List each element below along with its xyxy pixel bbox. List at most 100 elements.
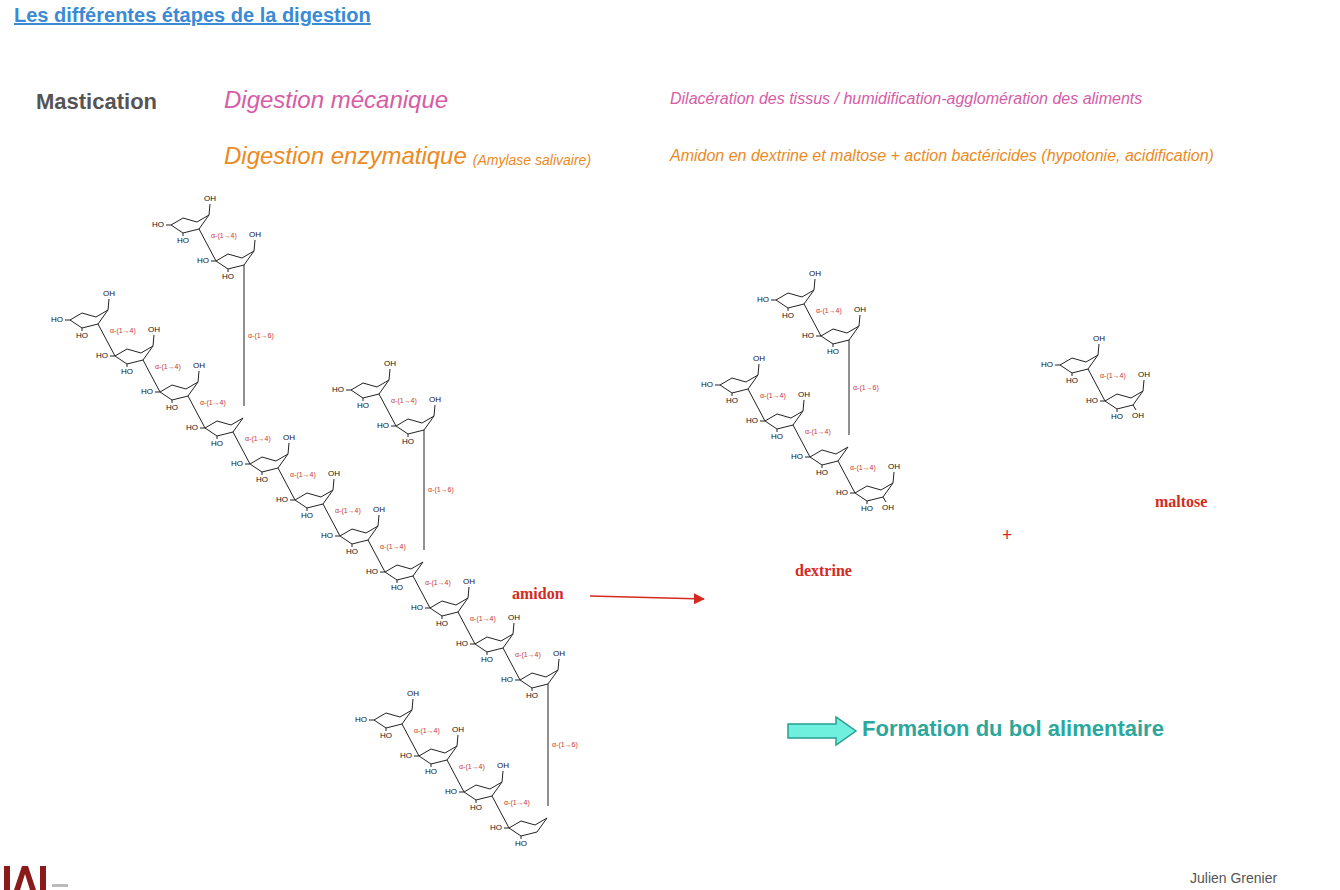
glycosidic-bond	[244, 265, 245, 406]
hydroxyl-label: HO	[402, 437, 414, 446]
hydroxyl-label: OH	[553, 649, 565, 658]
hydroxyl-bond	[1117, 409, 1118, 412]
hydroxyl-label: HO	[501, 675, 513, 684]
digestion-type: Digestion enzymatique	[224, 142, 467, 170]
linkage-label: α-(1→4)	[816, 307, 842, 315]
logo-bar	[40, 866, 46, 890]
hydroxyl-label: HO	[490, 823, 502, 832]
hydroxyl-label: HO	[515, 839, 527, 848]
hydroxyl-bond	[127, 364, 128, 367]
hydroxyl-bond	[867, 501, 868, 504]
enzyme-name: (Amylase salivaire)	[473, 152, 591, 168]
hydroxyl-label: HO	[1066, 376, 1078, 385]
logo-line	[52, 884, 68, 887]
ch2oh-bond	[254, 240, 255, 251]
hydroxyl-label: OH	[753, 354, 765, 363]
hydroxyl-label: HO	[827, 347, 839, 356]
hydroxyl-label: HO	[76, 331, 88, 340]
hydroxyl-label: HO	[121, 367, 133, 376]
ch2oh-bond	[893, 472, 894, 483]
hydroxyl-label: OH	[373, 505, 385, 514]
hydroxyl-bond	[442, 616, 443, 619]
hydroxyl-label: HO	[301, 511, 313, 520]
linkage-label: α-(1→4)	[335, 507, 361, 515]
glucose-ring	[419, 746, 457, 764]
ch2oh-bond	[378, 515, 379, 526]
ch2oh-bond	[558, 659, 559, 670]
hydroxyl-bond	[352, 544, 353, 547]
hydroxyl-label: OH	[854, 305, 866, 314]
glycosidic-bond	[849, 340, 850, 435]
hydroxyl-bond	[788, 308, 789, 311]
logo-letter	[14, 866, 36, 890]
linkage-label: α-(1→4)	[850, 464, 876, 472]
hydroxyl-label: HO	[802, 331, 814, 340]
hydroxyl-bond	[715, 385, 720, 386]
ch2oh-bond	[457, 735, 458, 746]
hydroxyl-bond	[532, 688, 533, 691]
hydroxyl-label: HO	[701, 380, 713, 389]
hydroxyl-label: HO	[791, 452, 803, 461]
linkage-label: α-(1→6)	[428, 486, 454, 494]
logo-bar	[4, 866, 10, 890]
hydroxyl-label: HO	[861, 504, 873, 513]
hydroxyl-label: OH	[798, 390, 810, 399]
glycosidic-bond	[548, 684, 549, 806]
hydroxyl-bond	[65, 320, 70, 321]
hydroxyl-label: HO	[470, 803, 482, 812]
hydroxyl-label: OH	[429, 395, 441, 404]
linkage-label: α-(1→4)	[290, 471, 316, 479]
hydroxyl-label: OH	[508, 613, 520, 622]
hydroxyl-label: OH	[1132, 411, 1144, 420]
glucose-ring	[776, 290, 814, 308]
linkage-label: α-(1→4)	[200, 399, 226, 407]
hydroxyl-label: HO	[1111, 412, 1123, 421]
linkage-label: α-(1→4)	[760, 392, 786, 400]
result-text: Formation du bol alimentaire	[862, 716, 1164, 741]
linkage-label: α-(1→4)	[470, 615, 496, 623]
hydroxyl-label: HO	[445, 787, 457, 796]
hydroxyl-bond	[228, 269, 229, 272]
hydroxyl-label: HO	[757, 295, 769, 304]
hydroxyl-bond	[386, 728, 387, 731]
linkage-label: α-(1→4)	[425, 579, 451, 587]
ch2oh-bond	[434, 405, 435, 416]
hydroxyl-bond	[262, 472, 263, 475]
hydroxyl-label: OH	[452, 725, 464, 734]
linkage-label: α-(1→4)	[1100, 372, 1126, 380]
molecule-name: amidon	[512, 585, 564, 603]
glucose-ring	[351, 380, 389, 398]
ch2oh-bond	[153, 335, 154, 346]
linkage-label: α-(1→6)	[853, 384, 879, 392]
hydroxyl-label: OH	[283, 433, 295, 442]
hydroxyl-label: HO	[481, 655, 493, 664]
hydroxyl-label: HO	[357, 401, 369, 410]
glucose-ring	[115, 346, 153, 364]
ch2oh-bond	[468, 587, 469, 598]
hydroxyl-bond	[408, 434, 409, 437]
hydroxyl-label: HO	[816, 468, 828, 477]
hydroxyl-label: OH	[882, 503, 894, 512]
ch2oh-bond	[859, 315, 860, 326]
linkage-label: α-(1→4)	[459, 763, 485, 771]
hydroxyl-label: HO	[400, 751, 412, 760]
hydroxyl-bond	[346, 390, 351, 391]
glucose-ring	[821, 326, 859, 344]
hydroxyl-label: HO	[355, 715, 367, 724]
hydroxyl-bond	[431, 764, 432, 767]
hydroxyl-label: HO	[186, 423, 198, 432]
hydroxyl-label: HO	[436, 619, 448, 628]
ch2oh-bond	[758, 364, 759, 375]
hydroxyl-label: HO	[836, 488, 848, 497]
hydroxyl-label: HO	[141, 387, 153, 396]
digestion-note: Dilacération des tissus / humidification…	[670, 90, 1142, 108]
glucose-ring	[720, 375, 758, 393]
hydroxyl-bond	[732, 393, 733, 396]
glucose-ring	[340, 526, 378, 544]
linkage-label: α-(1→6)	[552, 741, 578, 749]
glucose-ring	[464, 782, 502, 800]
ch2oh-bond	[412, 699, 413, 710]
hydroxyl-label: HO	[166, 403, 178, 412]
hydroxyl-bond	[217, 436, 218, 439]
